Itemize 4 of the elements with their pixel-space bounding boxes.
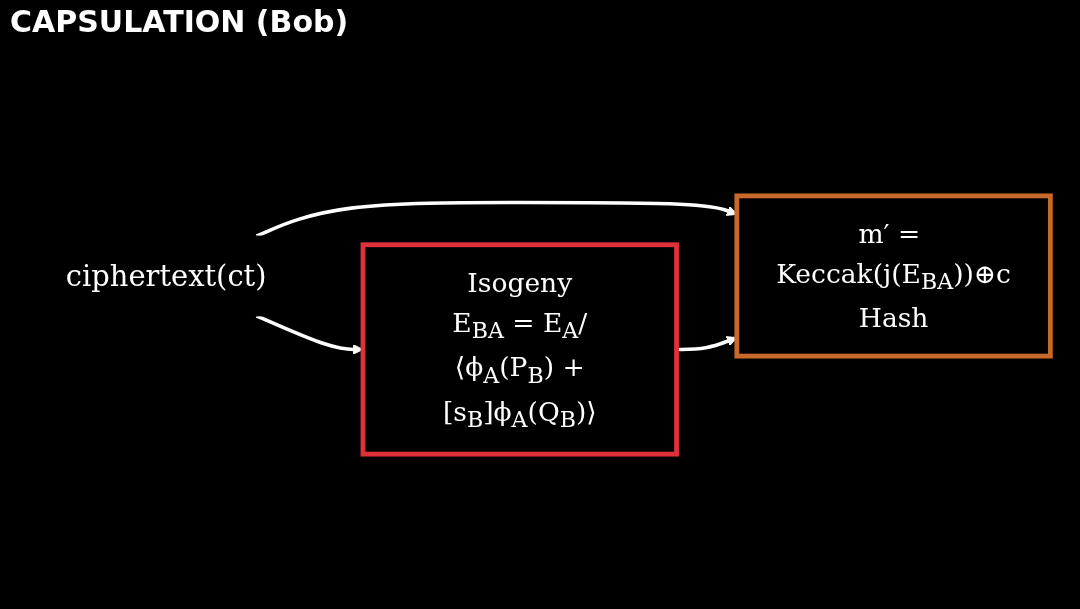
- node-text: ciphertext(ct): [65, 259, 267, 293]
- title: CAPSULATION (Bob): [10, 4, 349, 39]
- node-box: Isogeny E$_{BA}$ = E$_{A}$/⟨ϕ$_{A}$(P$_{B}$) +[s$_{B}$]ϕ$_{A}$(Q$_{B}$)⟩: [360, 242, 679, 457]
- node-box: m′ = Keccak(j(E$_{BA}$))⊕c Hash: [734, 193, 1053, 359]
